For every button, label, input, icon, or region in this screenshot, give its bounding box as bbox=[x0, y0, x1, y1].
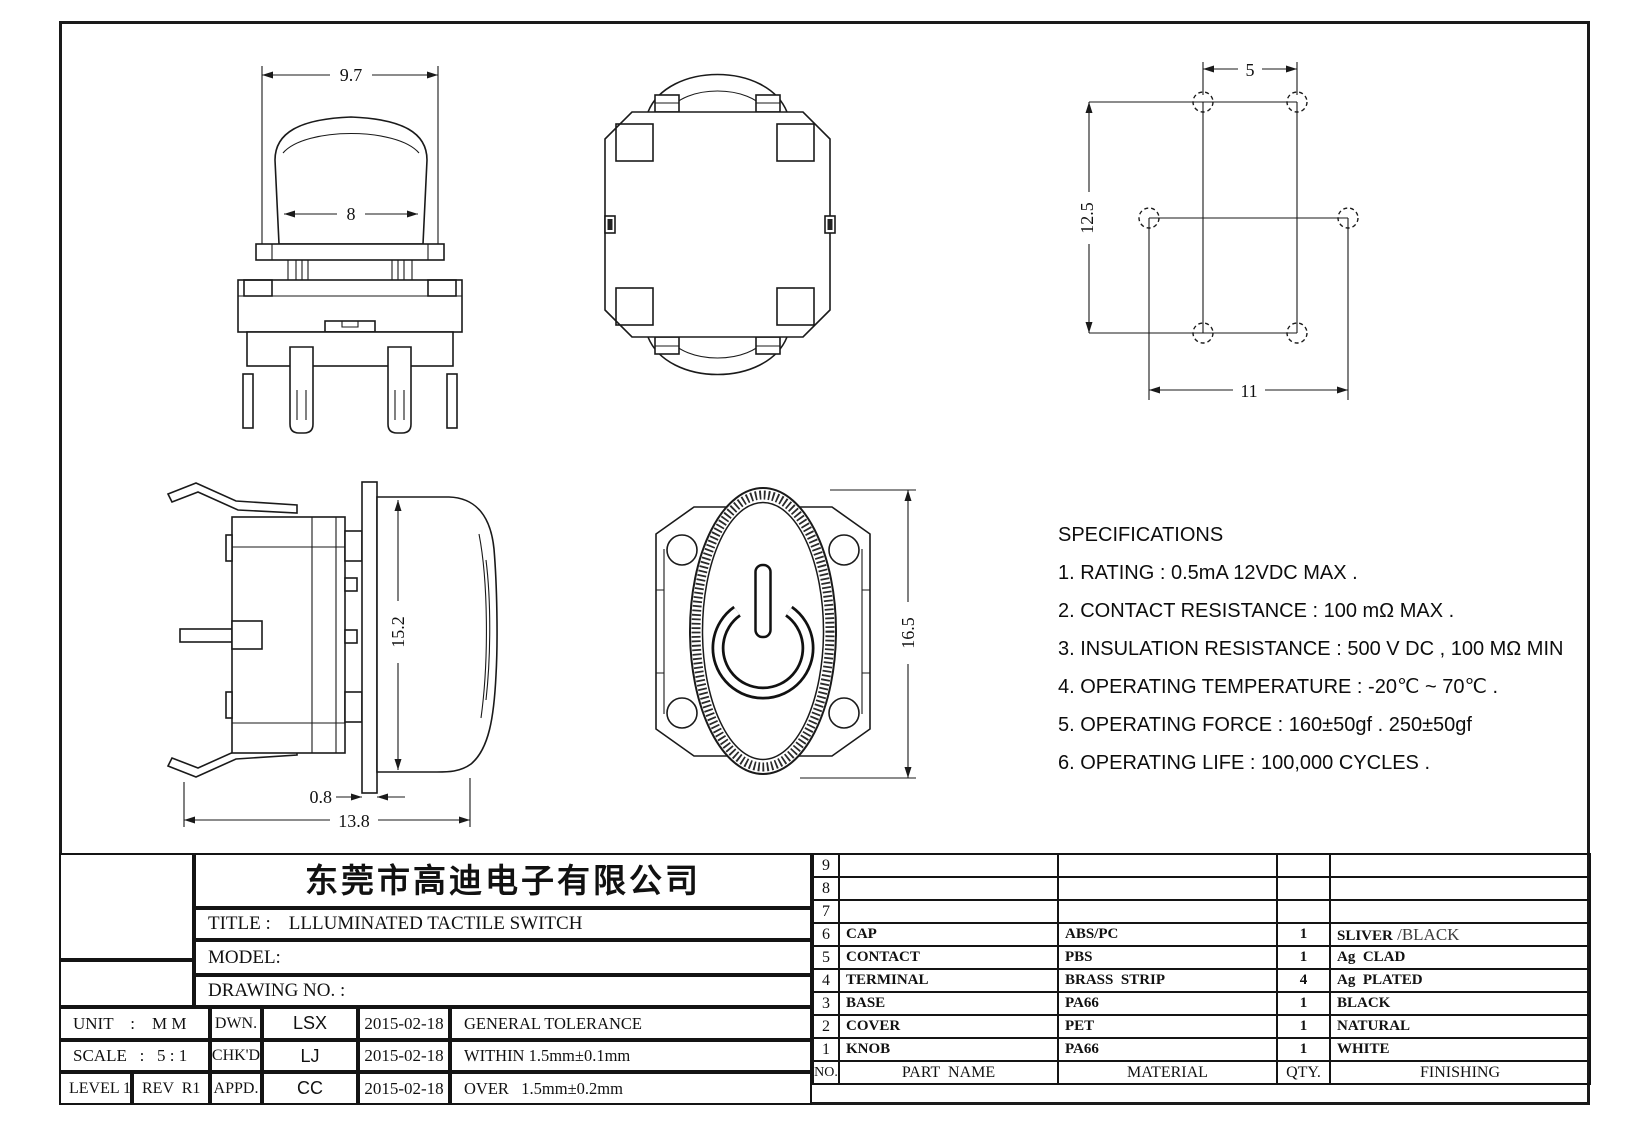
drawing-no-label: DRAWING NO. : bbox=[208, 980, 346, 1001]
level-cell: LEVEL 1 bbox=[59, 1072, 132, 1105]
title-value: LLLUMINATED TACTILE SWITCH bbox=[288, 913, 583, 934]
drawing-no-row: DRAWING NO. : bbox=[194, 975, 812, 1007]
table-row: 5 CONTACT PBS 1 Ag CLAD bbox=[812, 945, 1591, 970]
table-row: 1 KNOB PA66 1 WHITE bbox=[812, 1037, 1591, 1062]
rev-cell: REV R1 bbox=[132, 1072, 210, 1105]
title-row: TITLE : LLLUMINATED TACTILE SWITCH bbox=[194, 908, 812, 940]
dim-face-overall-height: 16.5 bbox=[898, 617, 918, 649]
table-row: 2 COVER PET 1 NATURAL bbox=[812, 1014, 1591, 1039]
spec-item: 6. OPERATING LIFE : 100,000 CYCLES . bbox=[1058, 752, 1431, 774]
appd-label-cell: APPD. bbox=[210, 1072, 262, 1105]
finishing-secondary: /BLACK bbox=[1392, 924, 1460, 944]
dim-side-cap-height: 15.2 bbox=[388, 616, 408, 648]
front-view-drawing: 9.7 8 bbox=[237, 63, 463, 434]
model-label: MODEL: bbox=[208, 947, 281, 968]
table-row: 6 CAP ABS/PC 1 SLIVER /BLACK bbox=[812, 922, 1591, 947]
parts-table: 9 8 7 6 CAP ABS/PC 1 SLIVER /BLACK 5 CON… bbox=[812, 853, 1591, 1085]
pcb-layout-drawing: 5 12.5 11 bbox=[1077, 58, 1359, 401]
model-row: MODEL: bbox=[194, 940, 812, 975]
dim-front-overall-width: 9.7 bbox=[340, 65, 363, 85]
dim-pcb-row-spacing: 12.5 bbox=[1077, 202, 1097, 234]
dwn-label-cell: DWN. bbox=[210, 1007, 262, 1040]
tolerance-within-cell: WITHIN 1.5mm±0.1mm bbox=[450, 1040, 812, 1072]
chk-name-cell: LJ bbox=[262, 1040, 358, 1072]
dim-side-flange-thickness: 0.8 bbox=[310, 787, 333, 807]
title-label: TITLE : bbox=[208, 913, 271, 934]
table-row: 7 bbox=[812, 899, 1591, 924]
dim-side-overall-depth: 13.8 bbox=[338, 811, 370, 831]
chk-label-cell: CHK'D bbox=[210, 1040, 262, 1072]
face-view-drawing: 16.5 bbox=[655, 487, 918, 779]
table-row: 8 bbox=[812, 876, 1591, 901]
table-row: 9 bbox=[812, 853, 1591, 878]
scale-cell: SCALE : 5 : 1 bbox=[59, 1040, 210, 1072]
side-view-drawing: 15.2 0.8 13.8 bbox=[166, 481, 498, 831]
dim-pcb-outer-pitch: 11 bbox=[1240, 381, 1257, 401]
spec-item: 4. OPERATING TEMPERATURE : -20℃ ~ 70℃ . bbox=[1058, 676, 1499, 698]
power-symbol-icon bbox=[711, 563, 815, 700]
company-name: 东莞市高迪电子有限公司 bbox=[194, 853, 812, 908]
dim-front-cap-width: 8 bbox=[347, 204, 356, 224]
spec-item: 3. INSULATION RESISTANCE : 500 V DC , 10… bbox=[1058, 638, 1564, 660]
chk-date-cell: 2015-02-18 bbox=[358, 1040, 450, 1072]
table-header-row: NO. PART NAME MATERIAL QTY. FINISHING bbox=[812, 1060, 1591, 1085]
spec-item: 1. RATING : 0.5mA 12VDC MAX . bbox=[1058, 562, 1358, 584]
spec-item: 2. CONTACT RESISTANCE : 100 mΩ MAX . bbox=[1058, 600, 1455, 622]
dwn-name-cell: LSX bbox=[262, 1007, 358, 1040]
sheet-border bbox=[59, 21, 1590, 1105]
appd-name-cell: CC bbox=[262, 1072, 358, 1105]
dwn-date-cell: 2015-02-18 bbox=[358, 1007, 450, 1040]
logo-box bbox=[59, 853, 194, 960]
finishing-primary: SLIVER bbox=[1337, 927, 1393, 944]
appd-date-cell: 2015-02-18 bbox=[358, 1072, 450, 1105]
projection-symbol-box bbox=[59, 960, 194, 1007]
specifications-title: SPECIFICATIONS bbox=[1058, 524, 1224, 546]
spec-item: 5. OPERATING FORCE : 160±50gf . 250±50gf bbox=[1058, 714, 1472, 736]
top-view-drawing bbox=[604, 73, 836, 376]
unit-cell: UNIT : M M bbox=[59, 1007, 210, 1040]
tolerance-title-cell: GENERAL TOLERANCE bbox=[450, 1007, 812, 1040]
specifications: SPECIFICATIONS 1. RATING : 0.5mA 12VDC M… bbox=[1058, 516, 1598, 782]
table-row: 4 TERMINAL BRASS STRIP 4 Ag PLATED bbox=[812, 968, 1591, 993]
table-row: 3 BASE PA66 1 BLACK bbox=[812, 991, 1591, 1016]
dim-pcb-pin-pitch: 5 bbox=[1246, 60, 1255, 80]
tolerance-over-cell: OVER 1.5mm±0.2mm bbox=[450, 1072, 812, 1105]
